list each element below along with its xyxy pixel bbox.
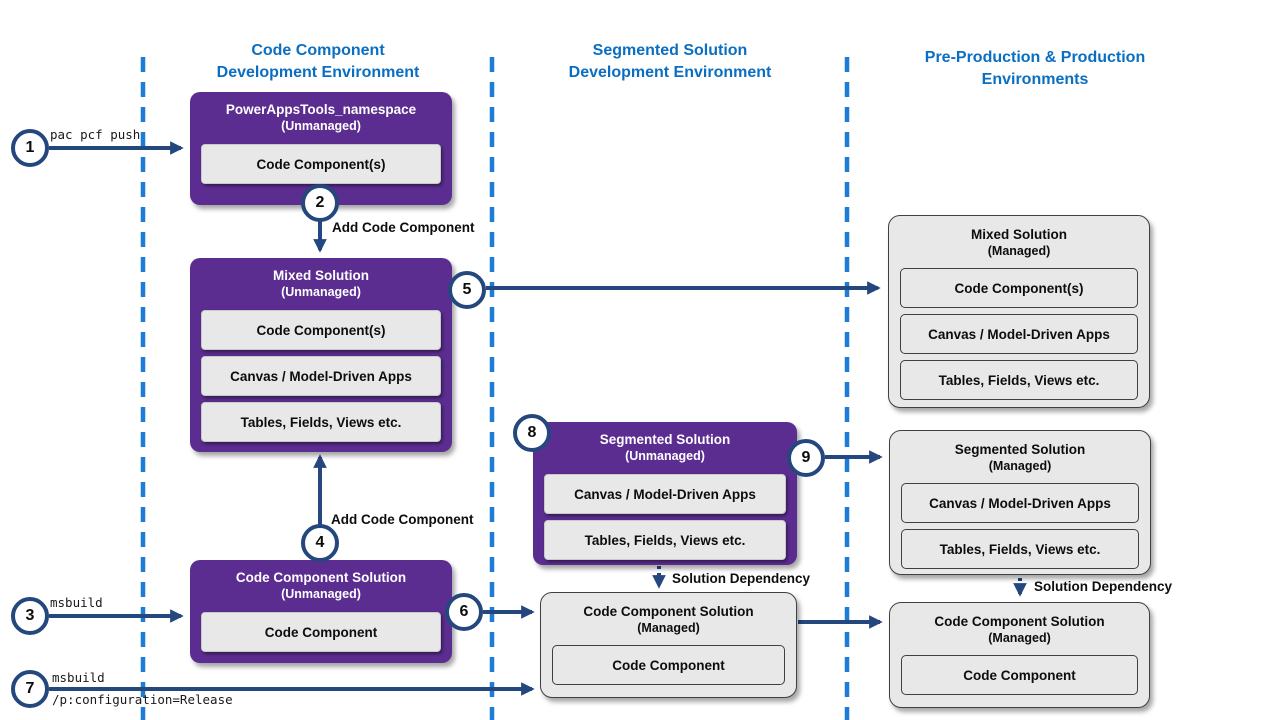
- box-title: Segmented Solution: [954, 442, 1086, 457]
- step-number: 7: [25, 680, 35, 697]
- step-number: 3: [25, 607, 35, 624]
- solution-item: Code Component(s): [201, 310, 441, 351]
- code-component-solution-managed-right-box: Code Component Solution (Managed) Code C…: [889, 602, 1150, 708]
- step-number: 8: [527, 424, 537, 441]
- step-number: 5: [462, 281, 472, 298]
- label-pac-pcf-push: pac pcf push: [50, 127, 141, 142]
- box-title: PowerAppsTools_namespace: [225, 102, 417, 117]
- solution-item: Canvas / Model-Driven Apps: [901, 483, 1139, 524]
- header-preprod-prod-env: Pre-Production & Production Environments: [875, 47, 1195, 92]
- solution-item: Code Component(s): [900, 268, 1138, 309]
- label-solution-dependency-right: Solution Dependency: [1034, 579, 1173, 594]
- solution-item: Code Component: [552, 645, 785, 686]
- segmented-solution-unmanaged-box: Segmented Solution (Unmanaged) Canvas / …: [533, 422, 797, 565]
- box-title: Segmented Solution: [599, 432, 731, 447]
- step-3-badge: 3: [11, 597, 49, 635]
- step-7-badge: 7: [11, 670, 49, 708]
- header-line: Code Component: [251, 42, 385, 59]
- box-subtitle: (Managed): [637, 620, 700, 635]
- solution-item: Tables, Fields, Views etc.: [544, 520, 786, 561]
- step-5-badge: 5: [448, 271, 486, 309]
- header-line: Development Environment: [216, 64, 420, 82]
- box-subtitle: (Managed): [988, 630, 1051, 645]
- box-subtitle: (Unmanaged): [281, 284, 361, 299]
- step-4-badge: 4: [301, 524, 339, 562]
- solution-item: Canvas / Model-Driven Apps: [900, 314, 1138, 355]
- solution-item: Code Component: [901, 655, 1138, 696]
- solution-item: Canvas / Model-Driven Apps: [544, 474, 786, 515]
- header-code-component-dev-env: Code Component Development Environment: [158, 40, 478, 85]
- box-subtitle: (Unmanaged): [281, 586, 361, 601]
- step-number: 1: [25, 139, 35, 156]
- mixed-solution-managed-box: Mixed Solution (Managed) Code Component(…: [888, 215, 1150, 408]
- step-number: 4: [315, 534, 325, 551]
- solution-item: Canvas / Model-Driven Apps: [201, 356, 441, 397]
- code-component-solution-unmanaged-box: Code Component Solution (Unmanaged) Code…: [190, 560, 452, 663]
- step-1-badge: 1: [11, 129, 49, 167]
- box-subtitle: (Unmanaged): [625, 448, 705, 463]
- box-title: Code Component Solution: [235, 570, 407, 585]
- powerapps-namespace-box: PowerAppsTools_namespace (Unmanaged) Cod…: [190, 92, 452, 205]
- header-line: Pre-Production & Production: [924, 49, 1146, 66]
- step-9-badge: 9: [787, 439, 825, 477]
- solution-item: Tables, Fields, Views etc.: [901, 529, 1139, 570]
- step-number: 6: [459, 603, 469, 620]
- label-add-code-component-top: Add Code Component: [332, 220, 475, 235]
- box-title: Code Component Solution: [934, 614, 1105, 629]
- header-line: Segmented Solution: [592, 42, 748, 59]
- box-title: Code Component Solution: [583, 604, 754, 619]
- step-number: 2: [315, 194, 325, 211]
- solution-item: Tables, Fields, Views etc.: [900, 360, 1138, 401]
- box-subtitle: (Managed): [988, 458, 1052, 473]
- mixed-solution-unmanaged-box: Mixed Solution (Unmanaged) Code Componen…: [190, 258, 452, 452]
- header-line: Development Environment: [568, 64, 772, 82]
- step-number: 9: [801, 449, 811, 466]
- solution-item: Tables, Fields, Views etc.: [201, 402, 441, 443]
- segmented-solution-managed-box: Segmented Solution (Managed) Canvas / Mo…: [889, 430, 1151, 575]
- solution-item: Code Component(s): [201, 144, 441, 185]
- header-segmented-dev-env: Segmented Solution Development Environme…: [510, 40, 830, 85]
- step-6-badge: 6: [445, 593, 483, 631]
- solution-item: Code Component: [201, 612, 441, 653]
- box-subtitle: (Managed): [987, 243, 1051, 258]
- code-component-solution-managed-mid-box: Code Component Solution (Managed) Code C…: [540, 592, 797, 698]
- label-msbuild-release-line1: msbuild: [52, 670, 105, 685]
- label-add-code-component-bottom: Add Code Component: [331, 512, 474, 527]
- step-2-badge: 2: [301, 184, 339, 222]
- label-msbuild-release-line2: /p:configuration=Release: [52, 692, 233, 707]
- header-line: Environments: [981, 71, 1089, 89]
- box-title: Mixed Solution: [971, 227, 1067, 242]
- label-msbuild: msbuild: [50, 595, 103, 610]
- box-title: Mixed Solution: [273, 268, 369, 283]
- label-solution-dependency-mid: Solution Dependency: [672, 571, 811, 586]
- box-subtitle: (Unmanaged): [281, 118, 361, 133]
- step-8-badge: 8: [513, 414, 551, 452]
